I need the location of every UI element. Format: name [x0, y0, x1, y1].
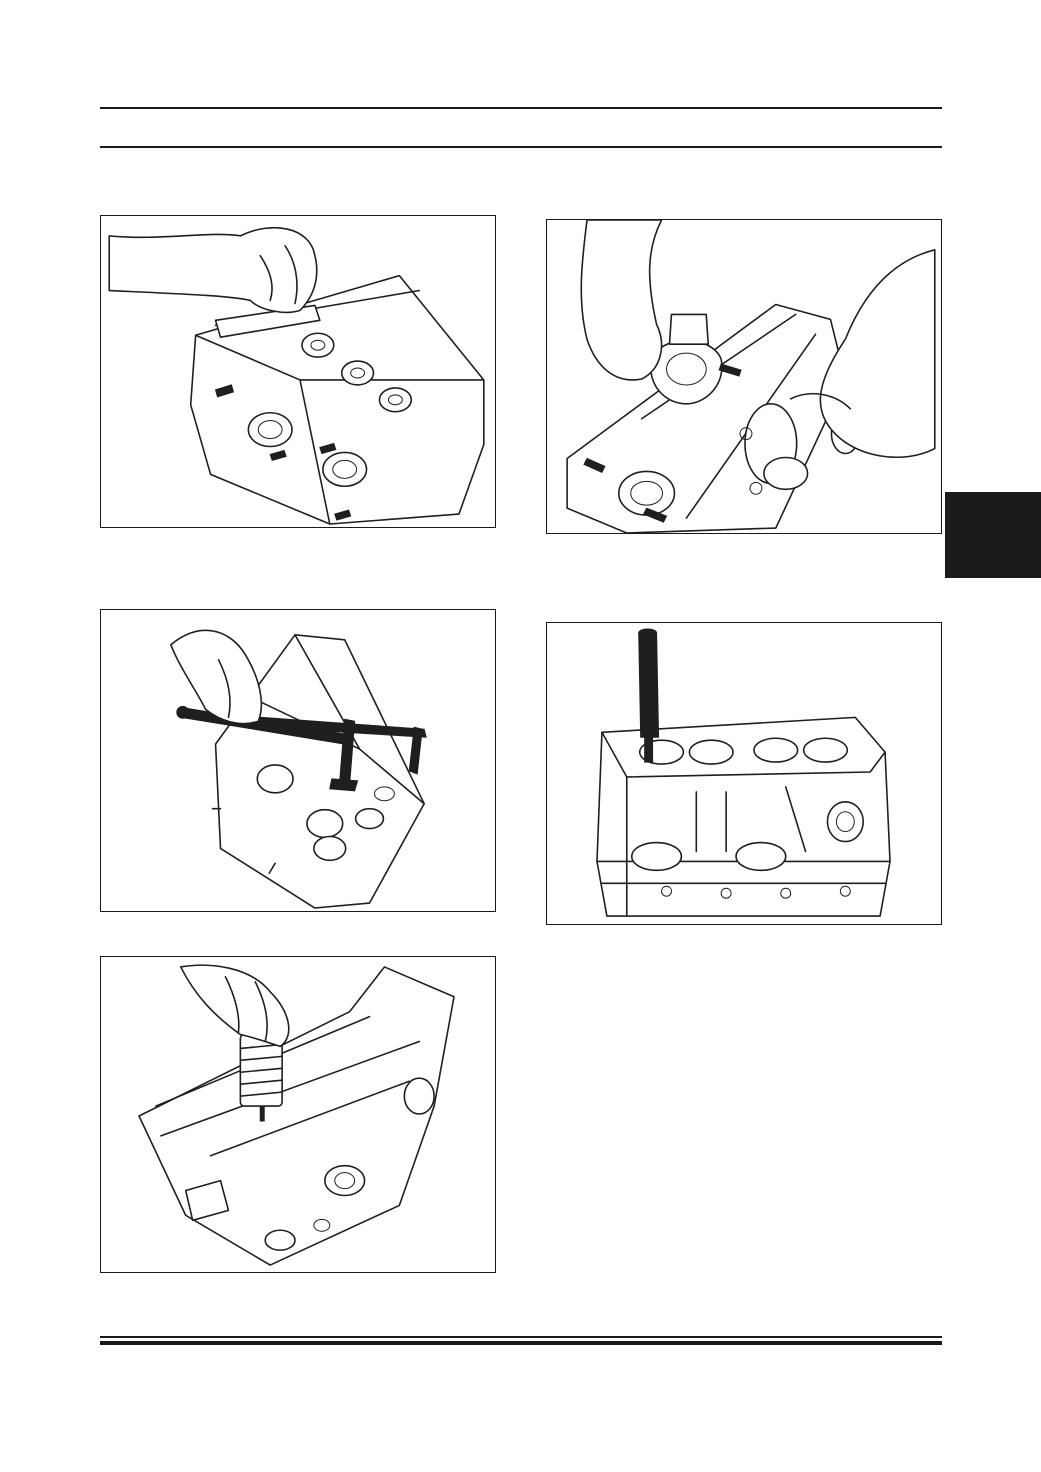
footer-rule-thick: [100, 1341, 942, 1345]
hand-removing-valve-spring-icon: [138, 964, 455, 1266]
figure-valve-removal: [546, 219, 942, 534]
hands-removing-valve-from-head-icon: [566, 220, 936, 533]
figure-camshaft-cap-removal: [100, 215, 496, 528]
hands-removing-camshaft-cap-icon: [108, 226, 485, 525]
figure-valve-spring-compressor: [100, 609, 496, 912]
figure-valve-guide-installation: [546, 622, 942, 925]
section-tab: [945, 492, 1041, 578]
figure-valve-spring-removal: [100, 956, 496, 1273]
header-rule-bottom: [100, 146, 942, 148]
header-rule-top: [100, 107, 942, 109]
drift-installing-valve-guide-icon: [596, 628, 891, 917]
valve-spring-compressor-tool-icon: [170, 629, 427, 909]
footer-rule-thin: [100, 1336, 942, 1338]
